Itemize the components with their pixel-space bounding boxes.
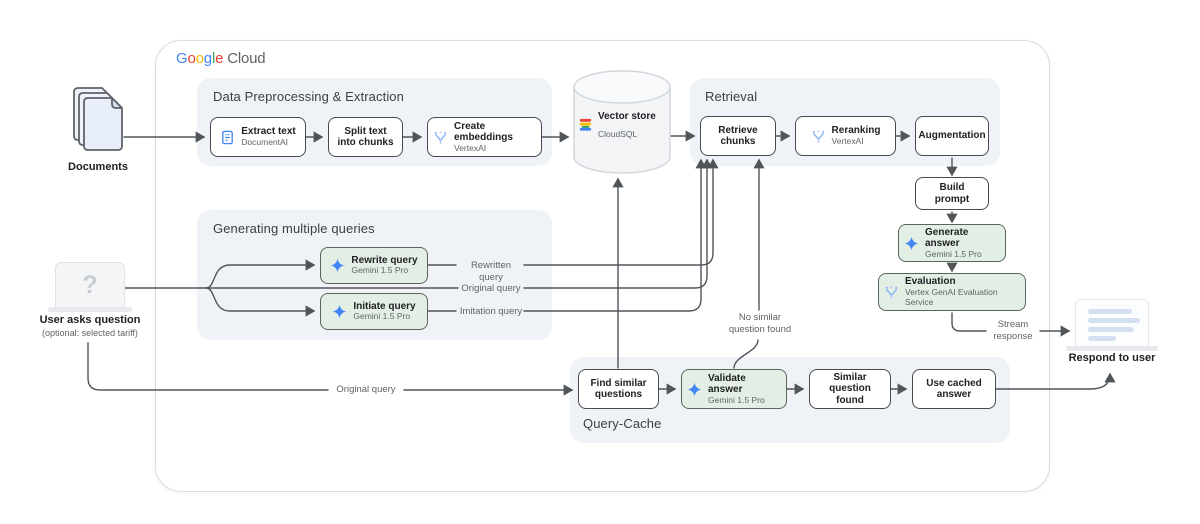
node-title: Similar question found xyxy=(829,371,871,406)
node-use-cached: Use cached answer xyxy=(912,369,996,409)
node-build-prompt: Build prompt xyxy=(915,177,989,210)
node-title: Use cached answer xyxy=(926,377,982,401)
documents-icon xyxy=(73,87,123,151)
logo-letter: l xyxy=(211,50,216,67)
node-subtitle: Gemini 1.5 Pro xyxy=(351,265,409,276)
node-retrieve-chunks: Retrieve chunks xyxy=(700,116,776,156)
vertex-ai-icon xyxy=(812,129,824,143)
vertex-eval-icon xyxy=(885,285,898,299)
cloudsql-icon xyxy=(579,118,592,131)
node-rewrite-query: Rewrite query Gemini 1.5 Pro xyxy=(320,247,428,284)
node-subtitle: Gemini 1.5 Pro xyxy=(353,311,411,322)
node-subtitle: CloudSQL xyxy=(598,129,638,139)
text-line-bar xyxy=(1088,318,1140,323)
respond-laptop-icon xyxy=(1075,299,1149,347)
text-line-bar xyxy=(1088,309,1132,314)
edge-label-original-query-mid: Original query xyxy=(461,283,521,294)
node-title: Vector store xyxy=(598,111,656,122)
logo-letter: o xyxy=(187,50,196,67)
node-evaluation: Evaluation Vertex GenAI Evaluation Servi… xyxy=(878,273,1026,311)
node-create-embeddings: Create embeddings VertexAI xyxy=(427,117,542,157)
node-title: Generate answer xyxy=(925,226,969,250)
node-title: Rewrite query xyxy=(351,254,418,266)
gemini-sparkle-icon xyxy=(332,304,347,319)
question-mark-glyph: ? xyxy=(82,270,98,299)
node-subtitle: DocumentAI xyxy=(241,136,289,147)
section-title-retrieval: Retrieval xyxy=(705,89,758,104)
section-title-multi-queries: Generating multiple queries xyxy=(213,221,375,236)
node-title: Create embeddings xyxy=(454,120,513,144)
node-generate-answer: Generate answer Gemini 1.5 Pro xyxy=(898,224,1006,262)
logo-letter: g xyxy=(203,50,212,67)
document-ai-icon xyxy=(222,130,234,144)
vertex-ai-icon xyxy=(434,130,447,144)
logo-letter: e xyxy=(215,50,224,67)
node-subtitle: Gemini 1.5 Pro xyxy=(708,394,765,405)
vector-store-cylinder xyxy=(573,70,671,174)
node-title: Reranking xyxy=(831,125,881,137)
node-find-similar: Find similar questions xyxy=(578,369,659,409)
respond-label: Respond to user xyxy=(1068,352,1156,364)
node-validate-answer: Validate answer Gemini 1.5 Pro xyxy=(681,369,787,409)
node-title: Find similar questions xyxy=(590,377,647,401)
node-title: Split text into chunks xyxy=(337,125,394,149)
node-title: Evaluation xyxy=(905,276,956,288)
node-vector-store: Vector store CloudSQL xyxy=(578,106,668,142)
node-extract-text: Extract text DocumentAI xyxy=(210,117,306,157)
logo-letter: o xyxy=(195,50,204,67)
text-line-bar xyxy=(1088,327,1134,332)
documents-label: Documents xyxy=(68,161,128,173)
user-sublabel: (optional: selected tariff) xyxy=(42,328,138,338)
section-title-preprocessing: Data Preprocessing & Extraction xyxy=(213,89,404,104)
node-subtitle: VertexAI xyxy=(831,135,864,146)
user-laptop-icon: ? xyxy=(55,262,125,308)
respond-laptop-base xyxy=(1066,346,1158,351)
node-split-text: Split text into chunks xyxy=(328,117,403,157)
edge-label-original-query-bottom: Original query xyxy=(336,384,396,395)
section-title-query-cache: Query-Cache xyxy=(583,416,662,431)
logo-letter: G xyxy=(176,50,188,67)
logo-cloud-text: Cloud xyxy=(227,50,266,67)
gemini-sparkle-icon xyxy=(330,258,345,273)
edge-label-imitation-query: Imitation query xyxy=(459,306,523,317)
user-label: User asks question xyxy=(39,314,141,326)
edge-label-no-similar: No similar question found xyxy=(728,312,792,335)
node-subtitle: Vertex GenAI Evaluation Service xyxy=(905,286,998,307)
node-title: Initiate query xyxy=(353,300,416,312)
node-title: Build prompt xyxy=(934,182,970,205)
node-augmentation: Augmentation xyxy=(915,116,989,156)
node-initiate-query: Initiate query Gemini 1.5 Pro xyxy=(320,293,428,330)
node-subtitle: VertexAI xyxy=(454,142,487,153)
edge-label-rewritten-query: Rewritten query xyxy=(470,260,512,283)
gemini-sparkle-icon xyxy=(904,235,919,251)
node-reranking: Reranking VertexAI xyxy=(795,116,896,156)
node-title: Retrieve chunks xyxy=(718,124,758,148)
node-title: Validate answer xyxy=(708,372,746,396)
user-laptop-base xyxy=(48,307,132,312)
node-subtitle: Gemini 1.5 Pro xyxy=(925,248,982,259)
node-similar-found: Similar question found xyxy=(809,369,891,409)
edge-label-stream-response: Stream response xyxy=(993,319,1033,342)
node-title: Extract text xyxy=(241,126,296,138)
text-line-bar xyxy=(1088,336,1116,341)
node-title: Augmentation xyxy=(918,130,986,142)
gemini-sparkle-icon xyxy=(687,381,702,397)
